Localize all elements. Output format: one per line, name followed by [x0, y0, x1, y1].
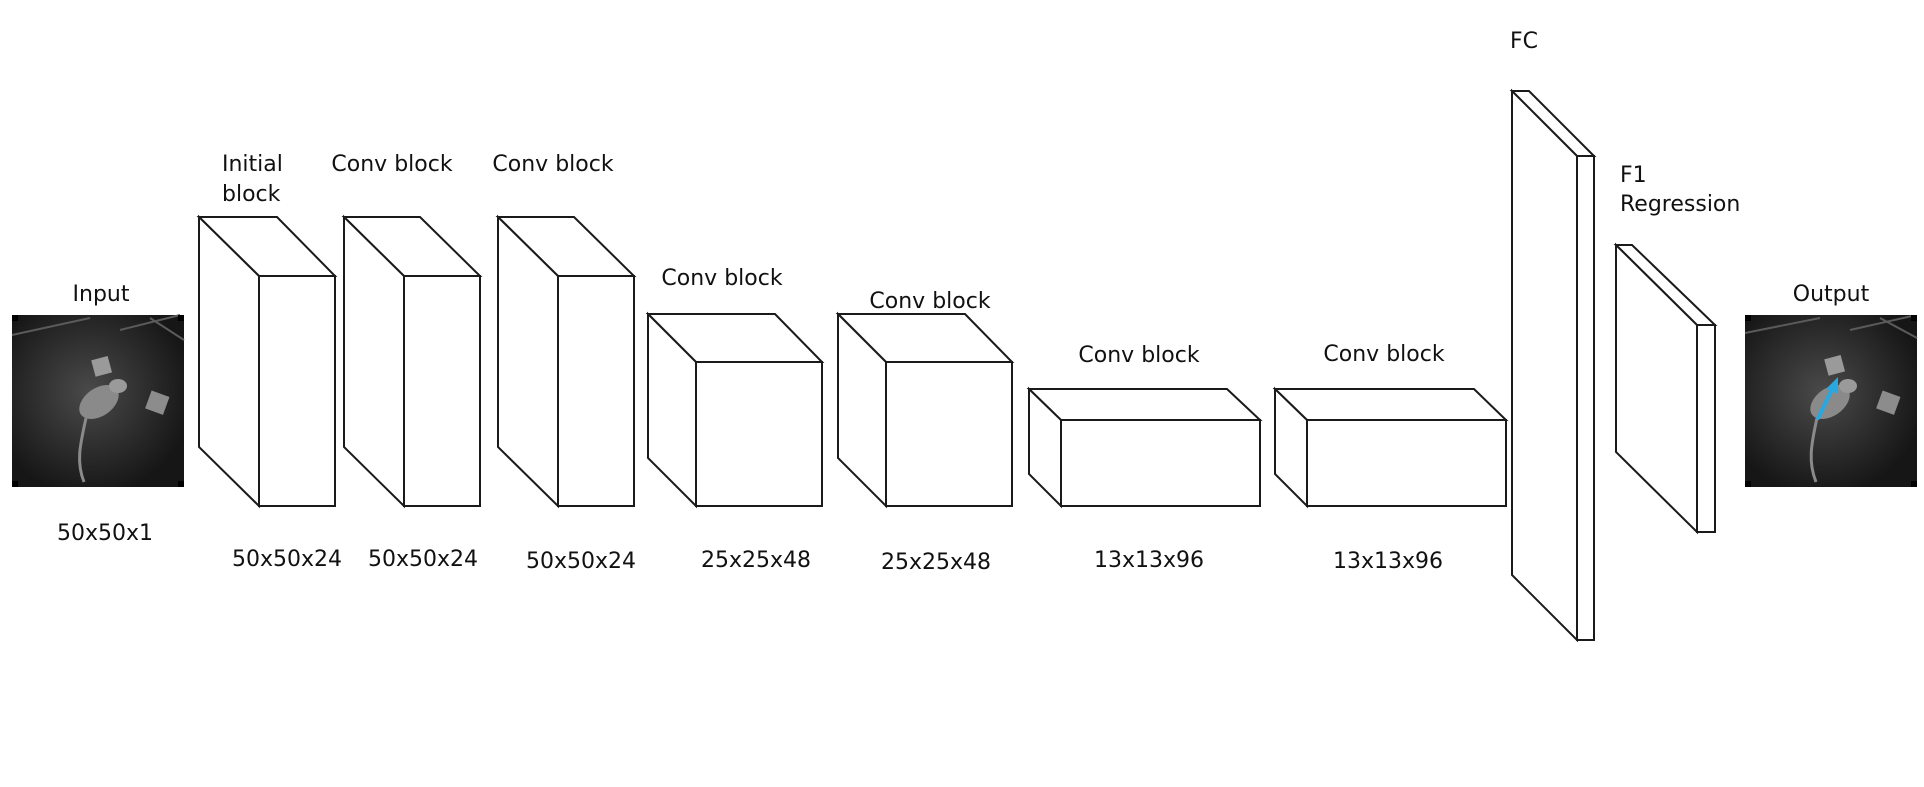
initial-block-cuboid	[196, 214, 338, 509]
regression-label-line2: Regression	[1620, 192, 1740, 217]
regression-label-line1: F1	[1620, 163, 1647, 188]
conv-block-cuboid-4	[645, 311, 825, 509]
block-label-2: Conv block	[331, 152, 452, 177]
conv-block-cuboid-7	[1272, 386, 1509, 509]
block-label-6: Conv block	[1078, 343, 1199, 368]
conv-block-cuboid-3	[495, 214, 637, 509]
input-title: Input	[73, 282, 130, 307]
output-title: Output	[1793, 282, 1870, 307]
fc-label: FC	[1510, 29, 1538, 54]
block-dims-2: 50x50x24	[368, 547, 478, 572]
conv-block-cuboid-6	[1026, 386, 1263, 509]
block-label-5: Conv block	[869, 289, 990, 314]
heading-arrow-icon	[1816, 377, 1838, 420]
block-label-initial-line2: block	[222, 182, 281, 207]
block-label-7: Conv block	[1323, 342, 1444, 367]
output-image	[1744, 315, 1918, 487]
block-dims-1: 50x50x24	[232, 547, 342, 572]
conv-block-cuboid-5	[835, 311, 1015, 509]
block-dims-5: 25x25x48	[881, 550, 991, 575]
block-dims-7: 13x13x96	[1333, 549, 1443, 574]
fc-layer-slab	[1509, 88, 1597, 643]
block-dims-6: 13x13x96	[1094, 548, 1204, 573]
input-image	[11, 314, 185, 487]
regression-layer-slab	[1613, 242, 1718, 535]
conv-block-cuboid-2	[341, 214, 483, 509]
input-dims: 50x50x1	[57, 521, 153, 546]
block-dims-3: 50x50x24	[526, 549, 636, 574]
block-label-3: Conv block	[492, 152, 613, 177]
block-dims-4: 25x25x48	[701, 548, 811, 573]
block-label-initial-line1: Initial	[222, 152, 283, 177]
block-label-4: Conv block	[661, 266, 782, 291]
